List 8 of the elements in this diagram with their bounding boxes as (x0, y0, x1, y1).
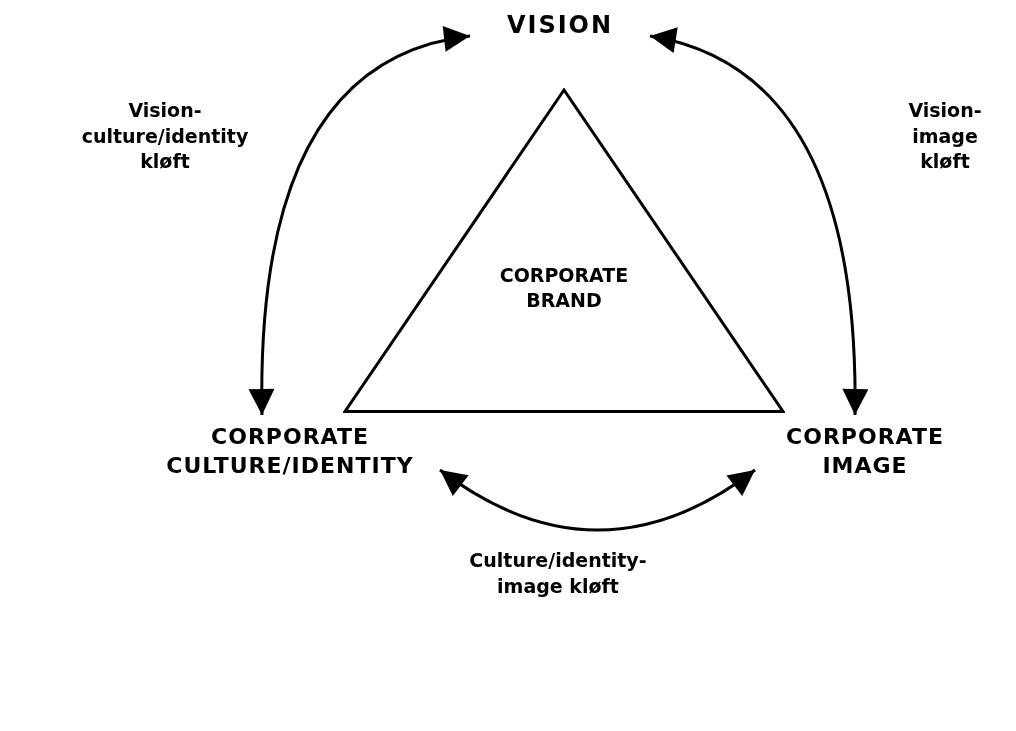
triangle (343, 88, 785, 413)
node-label: CORPORATE CULTURE/IDENTITY (165, 423, 415, 480)
double-headed-arrow (649, 29, 868, 415)
node-label: VISION (506, 10, 614, 41)
double-headed-arrow (249, 27, 471, 415)
node-label: CORPORATE IMAGE (785, 423, 945, 480)
double-headed-arrow (439, 468, 756, 532)
triangle-label: CORPORATE BRAND (498, 263, 630, 313)
